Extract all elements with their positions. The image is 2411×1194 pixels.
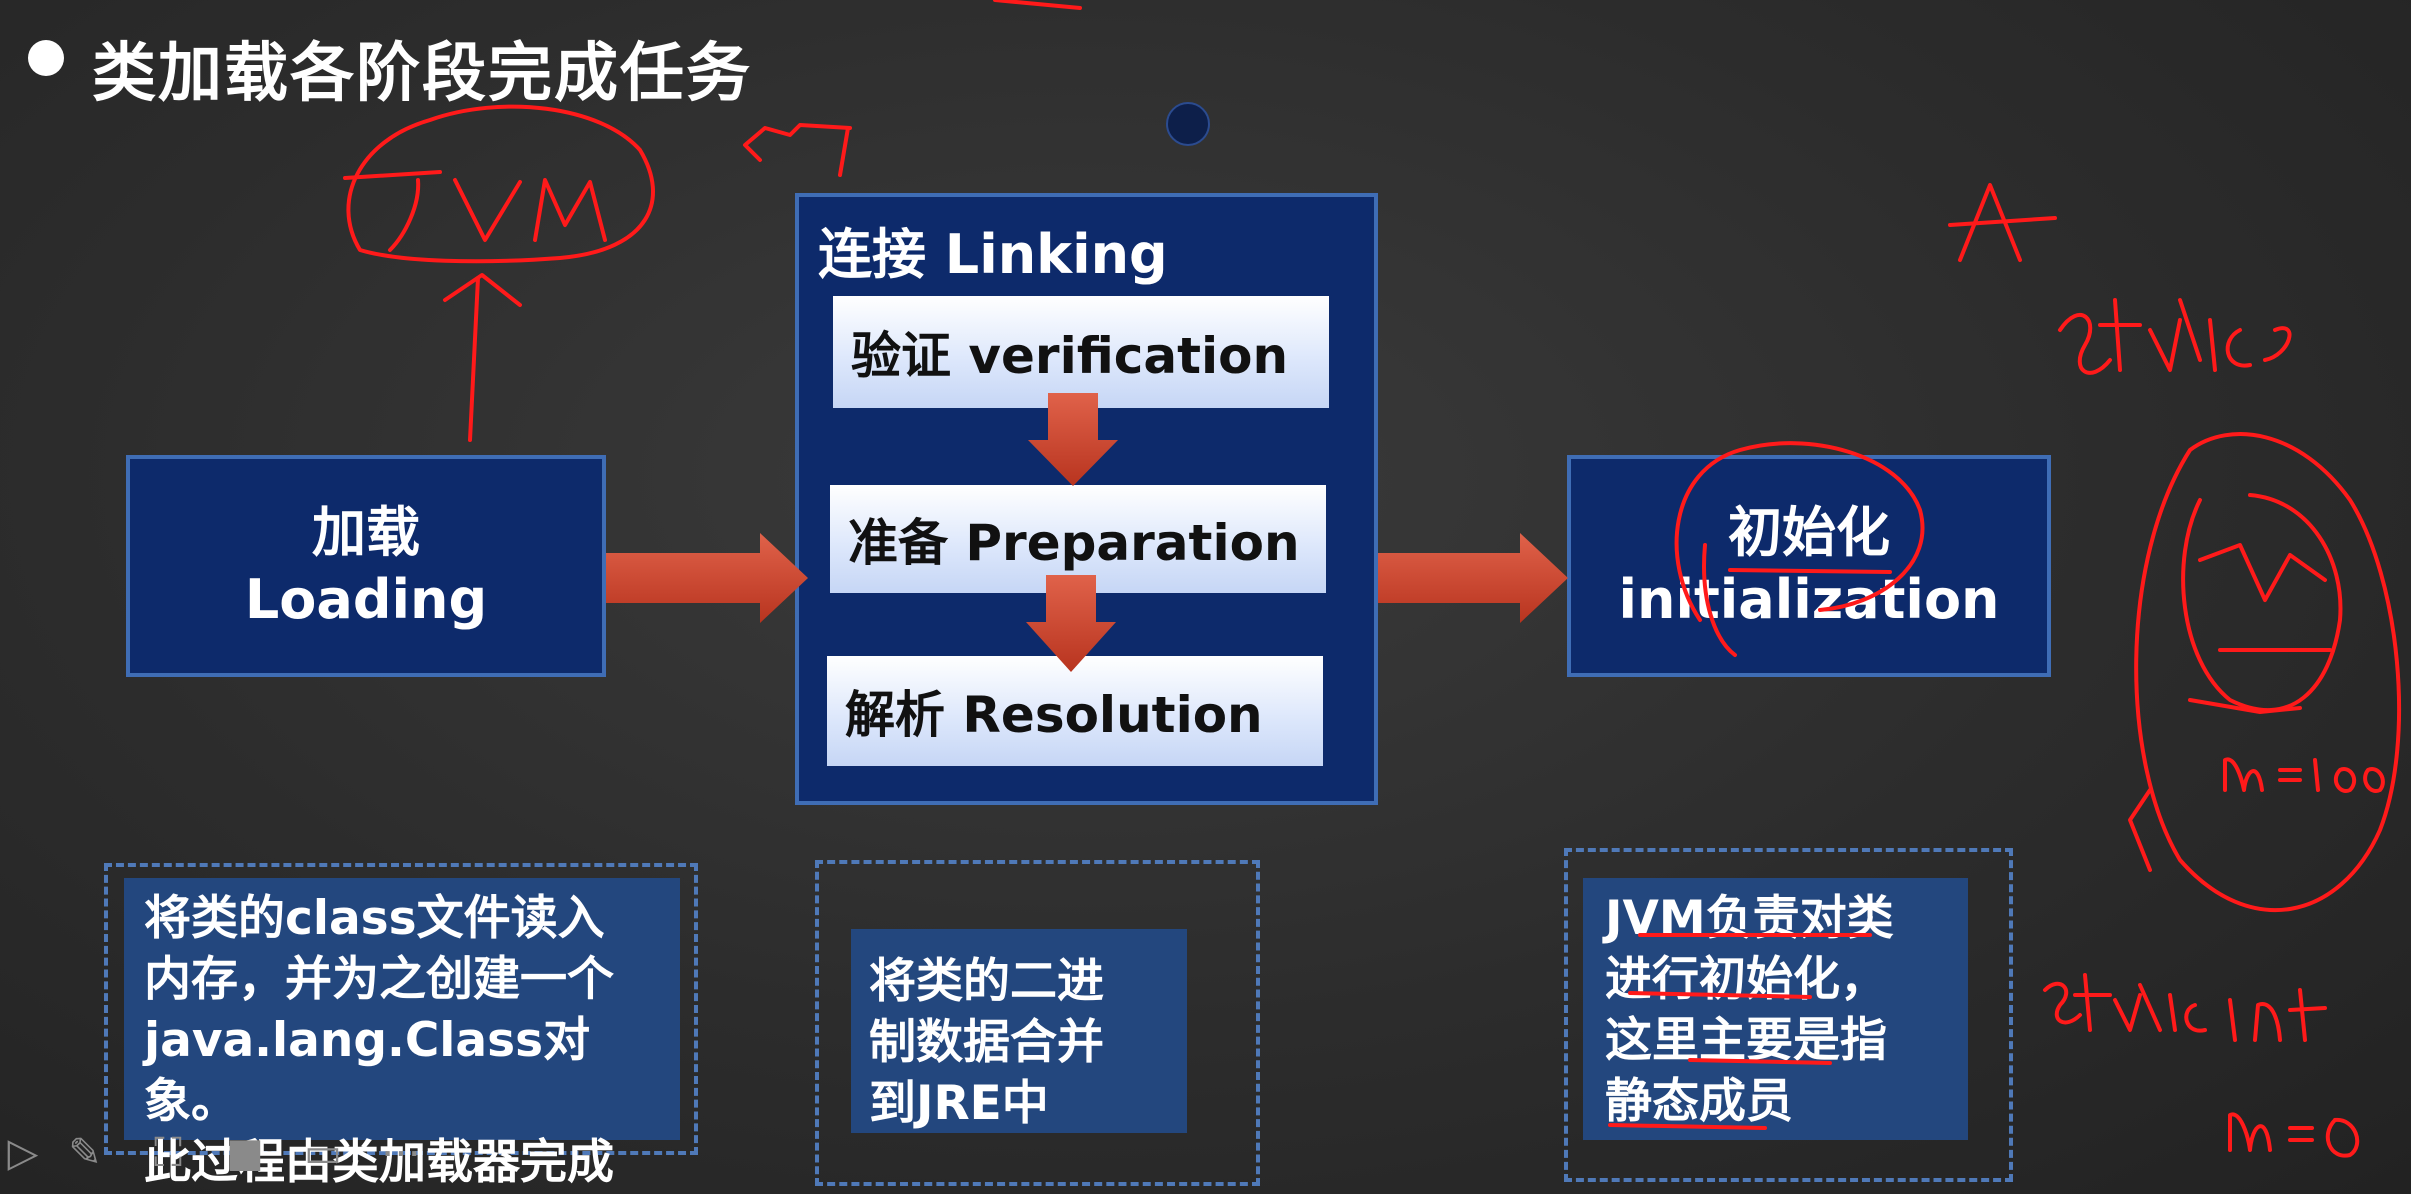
linking-note-line: 到JRE中 (869, 1076, 1049, 1132)
initialization-note-line: JVM负责对类 (1605, 891, 1894, 946)
initialization-note: JVM负责对类 进行初始化， 这里主要是指 静态成员 (1583, 878, 1968, 1140)
loading-note-line: java.lang.Class对象。 (144, 1013, 591, 1130)
linking-note-line: 将类的二进 (869, 954, 1104, 1009)
play-icon[interactable]: ▷ (7, 1130, 39, 1176)
linking-note-frame (815, 860, 1260, 1186)
initialization-note-line: 这里主要是指 (1605, 1013, 1887, 1069)
initialization-note-line: 静态成员 (1605, 1074, 1793, 1130)
linking-note: 将类的二进 制数据合并 到JRE中 (851, 929, 1187, 1133)
more-icon[interactable]: ⋯ (381, 1130, 421, 1176)
initialization-note-line: 进行初始化， (1605, 952, 1887, 1008)
loading-box: 加载 Loading (126, 455, 606, 677)
bullet-dot (28, 40, 64, 76)
comment-icon[interactable]: ▭ (304, 1130, 342, 1176)
initialization-note-frame (1564, 848, 2013, 1182)
screenshot-icon[interactable]: ⛶ (154, 1130, 182, 1176)
loading-label-en: Loading (244, 568, 488, 631)
camera-icon[interactable]: ■ (226, 1130, 264, 1176)
linking-note-line: 制数据合并 (869, 1015, 1104, 1071)
linking-label: 连接 Linking (818, 223, 1168, 286)
pointer-marker (1166, 102, 1210, 146)
loading-note-line: 内存，并为之创建一个 (144, 952, 614, 1008)
preparation-step: 准备 Preparation (830, 485, 1326, 593)
arrow-loading-to-linking (606, 533, 808, 623)
initialization-label-en: initialization (1618, 568, 2000, 631)
loading-label-cn: 加载 (312, 500, 420, 564)
loading-note: 将类的class文件读入 内存，并为之创建一个 java.lang.Class对… (124, 878, 680, 1190)
loading-note-line: 此过程由类加载器完成 (144, 1135, 614, 1191)
loading-note-line: 将类的class文件读入 (144, 891, 605, 946)
pen-icon[interactable]: ✎ (68, 1130, 102, 1176)
arrow-linking-to-init (1378, 533, 1568, 623)
initialization-box: 初始化 initialization (1567, 455, 2051, 677)
slide-title: 类加载各阶段完成任务 (92, 37, 752, 111)
resolution-step: 解析 Resolution (827, 656, 1323, 766)
verification-step: 验证 verification (833, 296, 1329, 408)
loading-note-frame (104, 863, 698, 1155)
initialization-label-cn: 初始化 (1728, 500, 1890, 564)
